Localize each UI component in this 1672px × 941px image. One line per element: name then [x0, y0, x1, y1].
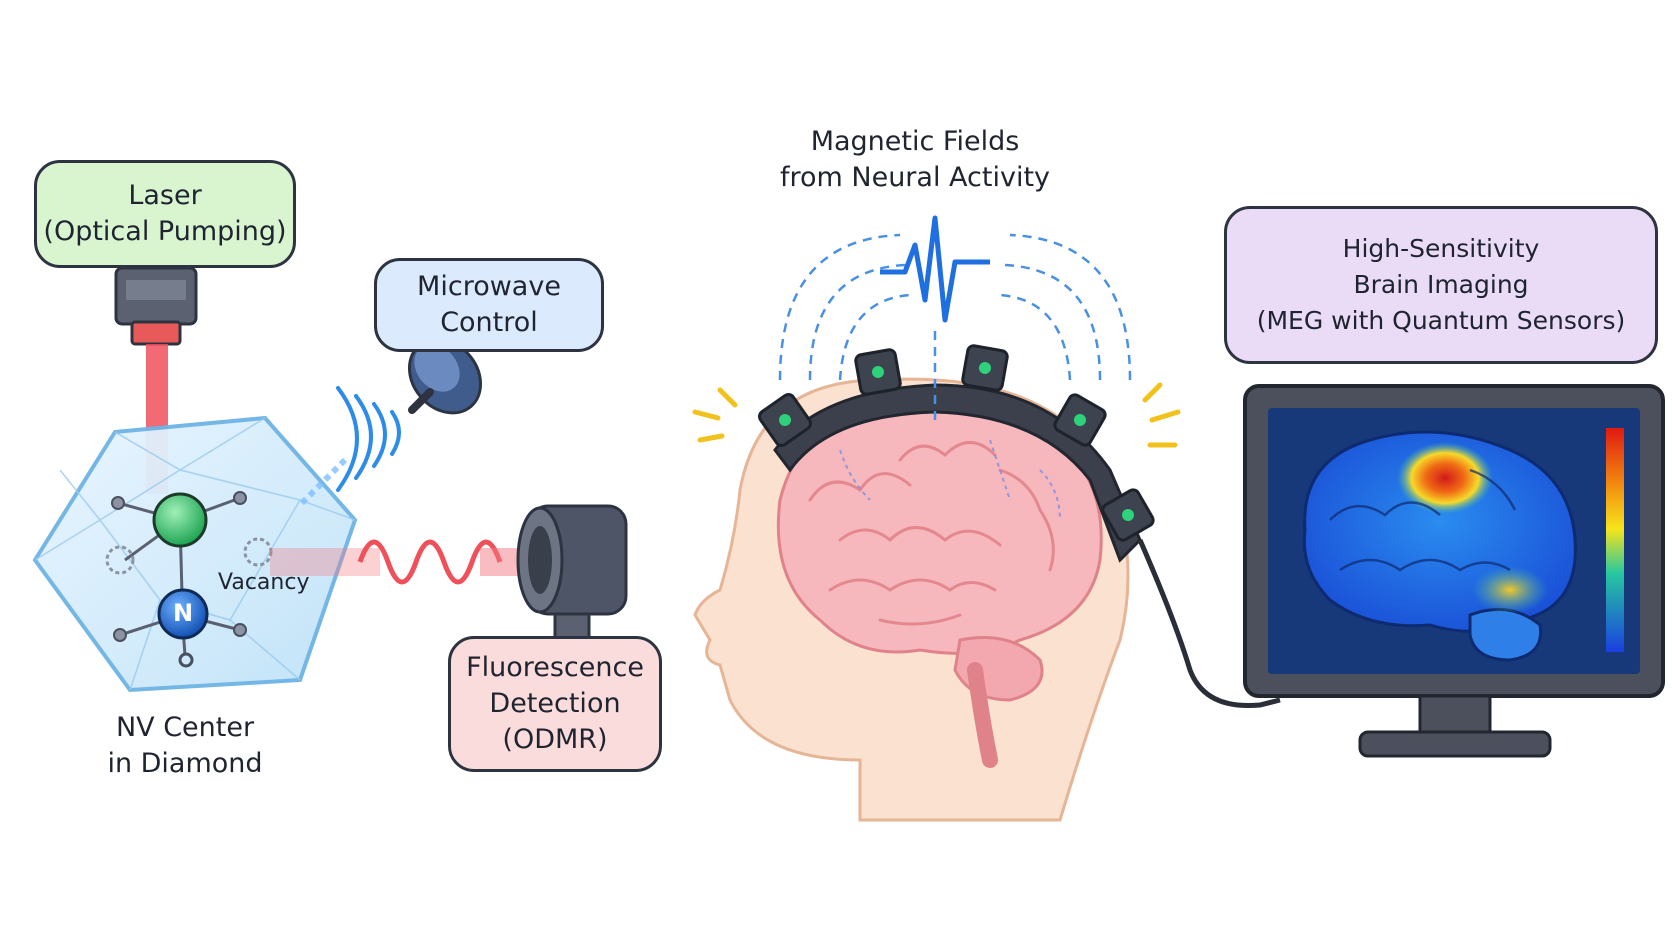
- nv-center-line2: in Diamond: [107, 748, 263, 779]
- fluorescence-line1: Fluorescence: [466, 652, 644, 683]
- microwave-waves: [336, 386, 401, 492]
- diamond-crystal: [32, 415, 358, 693]
- imaging-line1: High-Sensitivity: [1342, 234, 1540, 263]
- laser-title: Laser: [128, 180, 202, 211]
- microwave-subtitle: Control: [440, 307, 538, 338]
- sensor-cable: [1137, 538, 1281, 709]
- nv-center-line1: NV Center: [115, 712, 255, 743]
- nv-center-caption: NV Center in Diamond: [70, 710, 300, 782]
- fluorescence-box: Fluorescence Detection (ODMR): [448, 636, 662, 772]
- magnetic-line1: Magnetic Fields: [810, 126, 1020, 157]
- magnetic-line2: from Neural Activity: [779, 162, 1051, 193]
- nitrogen-atom: [157, 588, 209, 640]
- microwave-box: Microwave Control: [374, 258, 604, 352]
- heat-color-scale: [1606, 428, 1624, 652]
- vacancy-label: Vacancy: [218, 570, 310, 595]
- nitrogen-label: N: [173, 599, 194, 627]
- imaging-box: High-Sensitivity Brain Imaging (MEG with…: [1224, 206, 1658, 364]
- fluorescence-line3: (ODMR): [502, 724, 608, 755]
- fluorescence-line2: Detection: [489, 688, 621, 719]
- neural-signal: [880, 215, 990, 323]
- brain: [776, 401, 1103, 768]
- brain-heatmap: [1302, 430, 1577, 662]
- activity-marks-left: [692, 387, 738, 443]
- quantum-sensors: [758, 344, 1155, 542]
- laser-box: Laser (Optical Pumping): [34, 160, 296, 268]
- nv-atom: [152, 492, 208, 548]
- microwave-title: Microwave: [417, 271, 561, 302]
- microwave-antenna: [407, 337, 483, 415]
- laser-subtitle: (Optical Pumping): [43, 216, 287, 247]
- fluorescence-detector: [516, 504, 628, 642]
- imaging-line2: Brain Imaging: [1353, 270, 1529, 299]
- imaging-line3: (MEG with Quantum Sensors): [1256, 306, 1626, 335]
- activity-marks-right: [1142, 382, 1181, 448]
- fluorescence-wave: [357, 539, 503, 585]
- magnetic-fields-caption: Magnetic Fields from Neural Activity: [745, 124, 1085, 196]
- laser-emitter: [114, 266, 198, 346]
- magnetic-field-lines: [778, 233, 1132, 420]
